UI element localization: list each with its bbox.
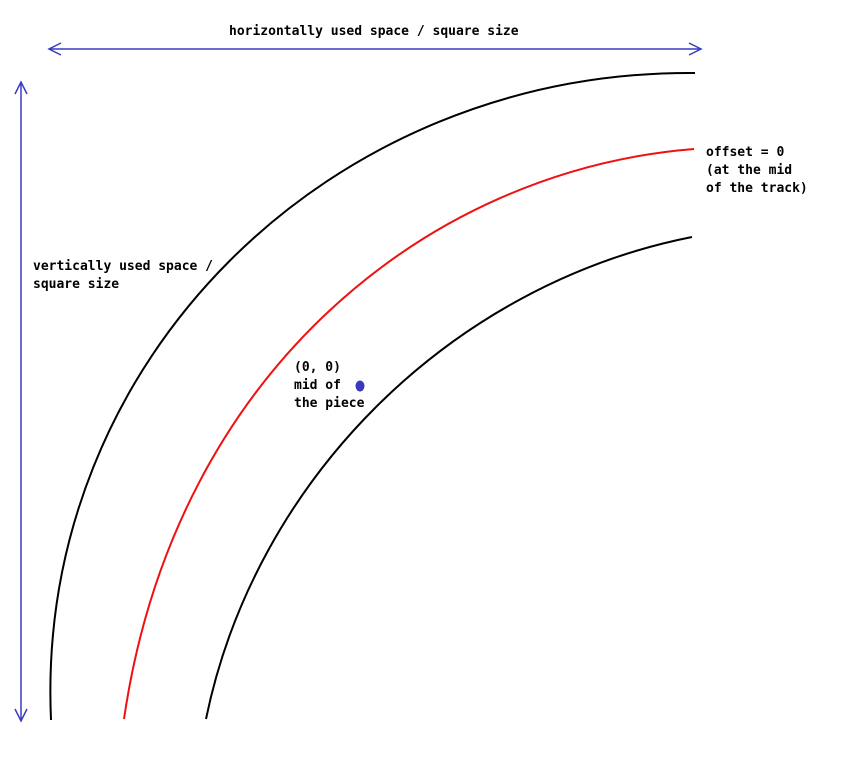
vertical-dimension-line-1: vertically used space / [33,259,214,274]
horizontal-dimension-arrow [47,42,703,56]
origin-line-1: (0, 0) [294,360,341,375]
track-center-line [123,148,695,720]
vertical-dimension-label: vertically used space / square size [33,258,213,294]
offset-label: offset = 0 (at the mid of the track) [706,144,808,198]
origin-label: (0, 0) mid of the piece [294,359,364,413]
origin-line-3: the piece [294,396,365,411]
track-inner-edge [205,236,693,720]
offset-line-2: (at the mid [706,163,793,178]
vertical-dimension-arrow [14,80,28,723]
origin-line-2: mid of [294,378,341,393]
vertical-dimension-line-2: square size [33,277,120,292]
offset-line-3: of the track) [706,181,808,196]
origin-point [355,380,365,392]
track-outer-edge [49,71,696,721]
horizontal-dimension-text: horizontally used space / square size [229,24,519,39]
horizontal-dimension-label: horizontally used space / square size [229,23,519,41]
offset-line-1: offset = 0 [706,145,785,160]
